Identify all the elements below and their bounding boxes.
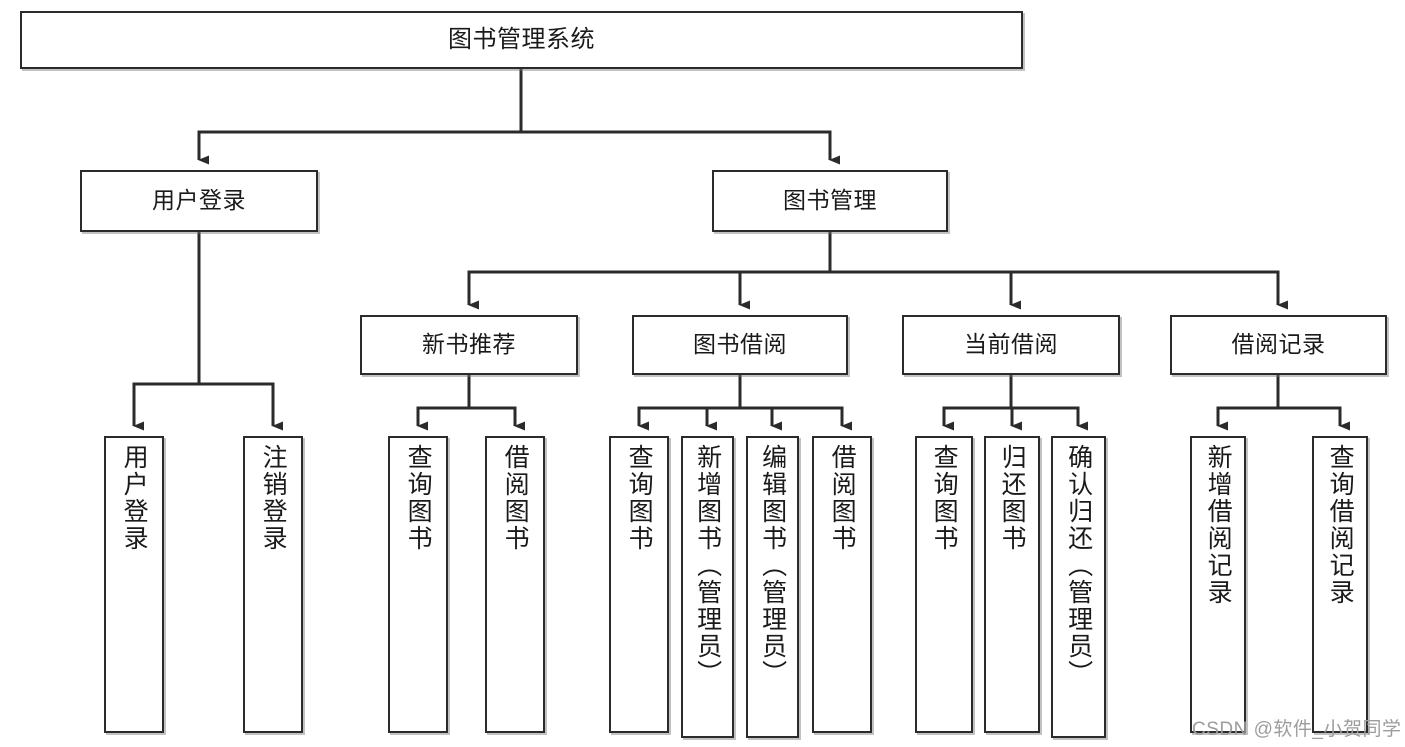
edge-to-leaf-bb-borrow	[740, 406, 852, 431]
node-l3-new-book-rec[interactable]: 新书推荐	[360, 315, 578, 375]
node-label: 查询借阅记录	[1326, 444, 1355, 606]
node-label: 借阅图书	[828, 444, 857, 552]
node-l2-user-login[interactable]: 用户登录	[80, 170, 318, 232]
node-root[interactable]: 图书管理系统	[20, 11, 1023, 69]
node-label: 图书借阅	[693, 331, 787, 358]
node-leaf-user-logout[interactable]: 注销登录	[243, 436, 303, 733]
node-leaf-nb-query[interactable]: 查询图书	[388, 436, 448, 733]
node-label: 图书管理	[783, 187, 877, 214]
node-leaf-bb-add[interactable]: 新增图书（管理员）	[681, 436, 734, 738]
edge-to-leaf-bb-query	[637, 406, 740, 431]
node-label: 用户登录	[152, 187, 246, 214]
node-label: 新书推荐	[422, 331, 516, 358]
node-l3-current-borrow[interactable]: 当前借阅	[902, 315, 1120, 375]
node-l3-borrow-record[interactable]: 借阅记录	[1170, 315, 1387, 375]
node-label: 借阅记录	[1231, 331, 1326, 358]
edge-to-leaf-user-logout	[199, 382, 283, 431]
node-label: 注销登录	[259, 444, 288, 552]
edge-to-leaf-user-login	[132, 382, 199, 431]
csdn-watermark: CSDN @软件_小贺同学	[1192, 719, 1402, 740]
node-leaf-bb-borrow[interactable]: 借阅图书	[812, 436, 872, 733]
edge-to-l3-borrow-record	[830, 270, 1288, 310]
node-label: 当前借阅	[964, 331, 1058, 358]
node-l2-book-manage[interactable]: 图书管理	[712, 170, 948, 232]
node-leaf-cb-query[interactable]: 查询图书	[915, 436, 973, 733]
node-label: 查询图书	[625, 444, 654, 552]
edge-to-leaf-bb-add	[705, 406, 740, 431]
node-label: 图书管理系统	[448, 25, 595, 53]
edge-to-l2-book-manage	[521, 130, 840, 165]
edge-to-leaf-cb-return	[1010, 406, 1022, 431]
edge-to-l3-book-borrow	[738, 270, 830, 310]
node-leaf-user-login[interactable]: 用户登录	[104, 436, 164, 733]
node-leaf-bb-edit[interactable]: 编辑图书（管理员）	[746, 436, 799, 738]
edge-to-leaf-nb-query	[416, 406, 469, 431]
node-label: 借阅图书	[501, 444, 530, 552]
node-leaf-bb-query[interactable]: 查询图书	[609, 436, 669, 733]
edge-to-leaf-br-add	[1216, 406, 1278, 431]
node-label: 编辑图书（管理员）	[758, 444, 787, 687]
edge-to-leaf-bb-edit	[740, 406, 782, 431]
node-label: 新增图书（管理员）	[693, 444, 722, 687]
edge-to-leaf-cb-query	[942, 406, 1011, 431]
edge-to-leaf-cb-confirm	[1011, 406, 1088, 431]
node-label: 确认归还（管理员）	[1064, 444, 1093, 687]
edge-to-l2-user-login	[197, 130, 521, 165]
node-label: 归还图书	[998, 444, 1027, 552]
node-label: 用户登录	[120, 444, 149, 552]
node-l3-book-borrow[interactable]: 图书借阅	[632, 315, 848, 375]
node-label: 查询图书	[930, 444, 959, 552]
node-leaf-br-query[interactable]: 查询借阅记录	[1312, 436, 1368, 733]
edge-to-l3-new-book-rec	[467, 270, 830, 310]
node-leaf-cb-return[interactable]: 归还图书	[984, 436, 1040, 733]
edge-to-leaf-br-query	[1278, 406, 1350, 431]
node-leaf-br-add[interactable]: 新增借阅记录	[1190, 436, 1246, 733]
edge-to-l3-current-borrow	[830, 270, 1021, 310]
node-label: 新增借阅记录	[1204, 444, 1233, 606]
edge-to-leaf-nb-borrow	[469, 406, 525, 431]
node-leaf-nb-borrow[interactable]: 借阅图书	[485, 436, 545, 733]
node-label: 查询图书	[404, 444, 433, 552]
node-leaf-cb-confirm[interactable]: 确认归还（管理员）	[1051, 436, 1106, 738]
